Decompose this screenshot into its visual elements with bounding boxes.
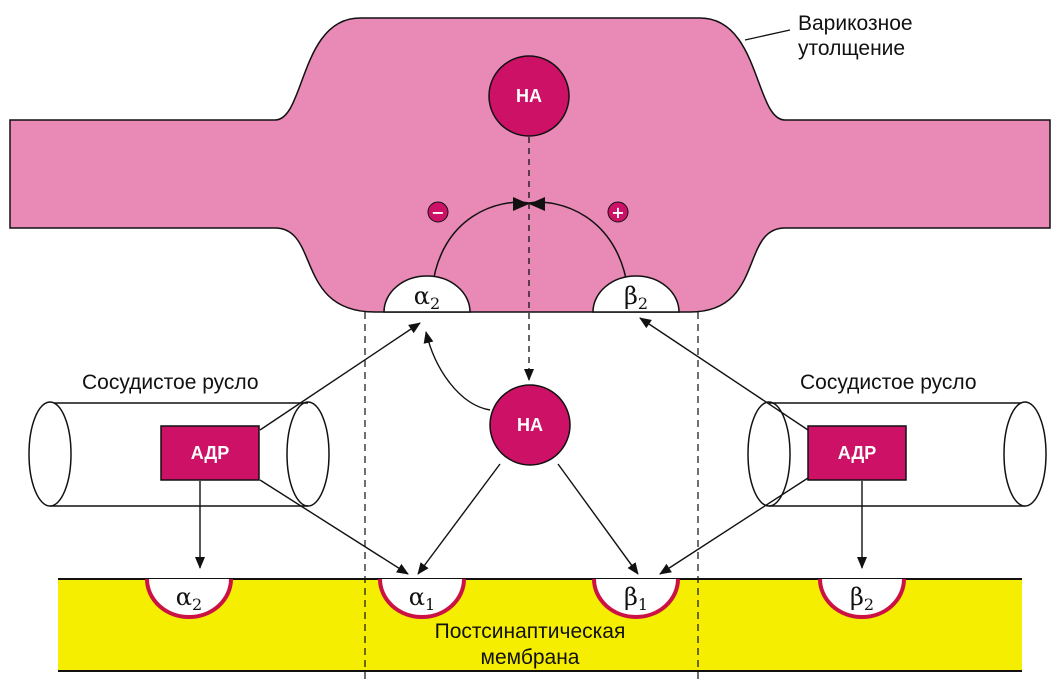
feedback-arc xyxy=(431,201,629,291)
varicose-leader-line xyxy=(744,29,791,41)
arrow-adr-right-to-pre-beta2 xyxy=(639,317,809,431)
vessel-right-label: Сосудистое русло xyxy=(800,371,977,394)
minus-label: − xyxy=(431,203,444,222)
arrow-na-to-pre-alpha2 xyxy=(423,331,491,411)
arrow-na-to-alpha1 xyxy=(417,463,501,575)
adrenaline-box-right: АДР xyxy=(807,425,907,481)
bowtie-right xyxy=(529,197,545,211)
postsynaptic-alpha2-receptor: α2 xyxy=(145,578,233,619)
arrow-na-to-beta1 xyxy=(557,463,639,575)
membrane-label-line2: мембрана xyxy=(481,646,580,669)
bowtie-left xyxy=(513,197,529,211)
blood-vessel-right xyxy=(747,401,1047,507)
plus-label: + xyxy=(611,203,624,222)
post-beta1-label: β1 xyxy=(624,583,648,614)
adr-left-label: АДР xyxy=(191,443,230,463)
post-alpha2-label: α2 xyxy=(176,583,202,614)
blood-vessel-left xyxy=(28,401,330,507)
postsynaptic-beta1-receptor: β1 xyxy=(592,578,680,619)
na-top-label: НА xyxy=(516,86,542,106)
presynaptic-alpha2-receptor: α2 xyxy=(383,275,471,313)
presynaptic-alpha2-label: α2 xyxy=(414,282,440,313)
arrow-adr-left-to-alpha1 xyxy=(259,479,409,575)
presynaptic-beta2-label: β2 xyxy=(624,282,648,313)
membrane-label-line1: Постсинаптическая xyxy=(435,620,626,643)
varicose-label-line2: утолщение xyxy=(798,37,905,60)
vessel-left-label: Сосудистое русло xyxy=(82,371,259,394)
post-alpha1-label: α1 xyxy=(409,583,435,614)
minus-sign: − xyxy=(427,201,449,223)
noradrenaline-released: НА xyxy=(489,384,571,466)
arrow-adr-right-to-beta1 xyxy=(659,477,809,575)
varicose-axon xyxy=(9,17,1051,313)
adrenaline-box-left: АДР xyxy=(160,425,260,481)
presynaptic-beta2-receptor: β2 xyxy=(592,275,680,313)
arrow-adr-left-to-pre-alpha2 xyxy=(259,322,421,431)
post-beta2-label: β2 xyxy=(850,583,874,614)
plus-sign: + xyxy=(607,201,629,223)
postsynaptic-beta2-receptor: β2 xyxy=(818,578,906,619)
postsynaptic-alpha1-receptor: α1 xyxy=(378,578,466,619)
varicose-label-line1: Варикозное xyxy=(798,12,913,35)
na-center-label: НА xyxy=(517,415,543,435)
noradrenaline-vesicle: НА xyxy=(488,55,570,137)
adr-right-label: АДР xyxy=(838,443,877,463)
